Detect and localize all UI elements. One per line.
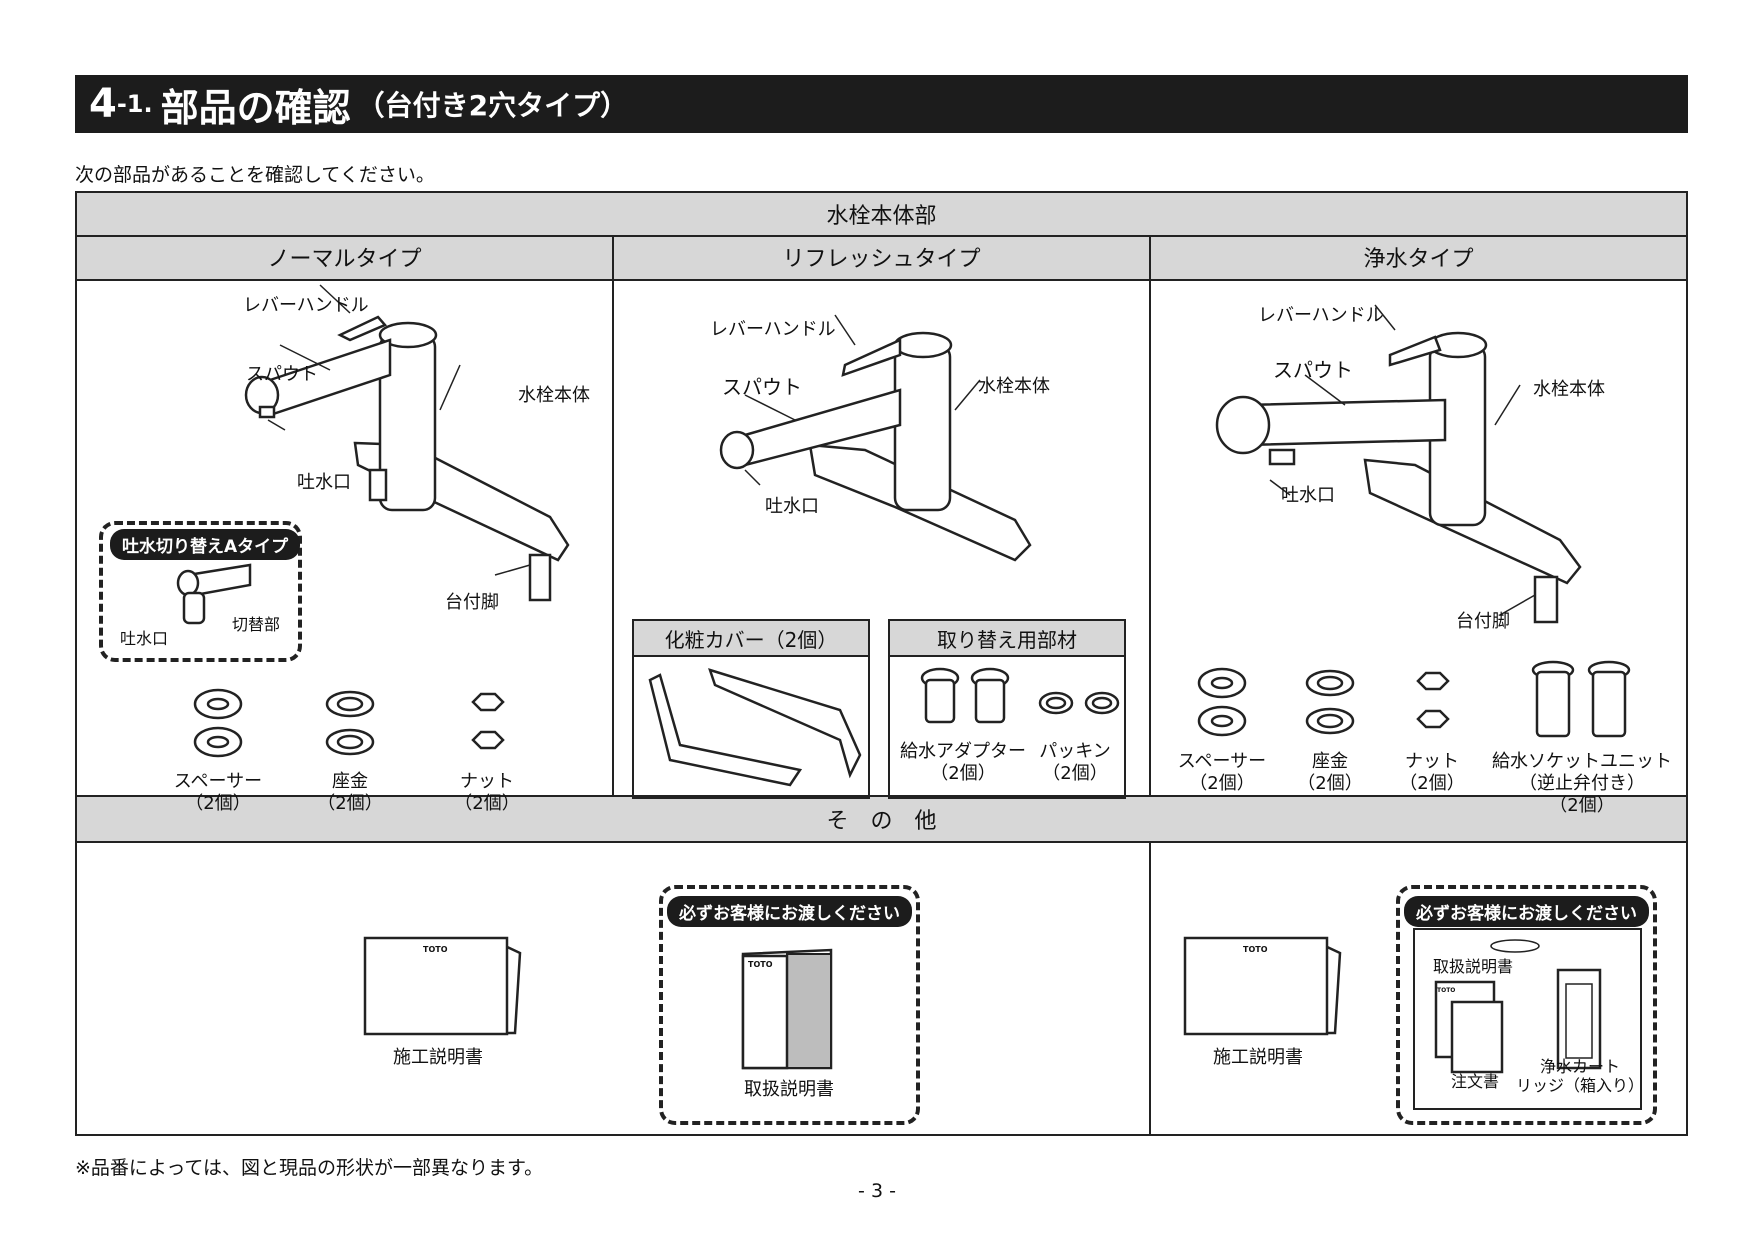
- footnote: ※品番によっては、図と現品の形状が一部異なります。: [75, 1157, 544, 1179]
- part-name: スペーサー: [1177, 751, 1267, 772]
- washer-icon: [325, 690, 375, 756]
- heading-purify: 浄水タイプ: [1363, 247, 1474, 272]
- brand-logo-text: TOTO: [1243, 945, 1268, 954]
- handover-box: [1396, 885, 1657, 1125]
- part-name: ナット: [460, 771, 514, 792]
- label-spout: スパウト: [246, 364, 318, 385]
- adapter-label: 給水アダプター: [900, 741, 1026, 762]
- label-leg: 台付脚: [445, 592, 499, 613]
- faucet-purify-illustration: [1215, 304, 1582, 624]
- cartridge-kit-box: [1413, 928, 1642, 1110]
- socket-qty: （2個）: [1549, 795, 1615, 816]
- part-qty: （2個）: [1189, 773, 1255, 794]
- parts-table: 水栓本体部 ノーマルタイプ リフレッシュタイプ 浄水タイプ そ の 他: [75, 191, 1688, 1136]
- install-manual-illustration: [1183, 936, 1342, 1036]
- adapter-icon: [920, 667, 1010, 724]
- part-qty: （2個）: [317, 793, 383, 814]
- page-number: - 3 -: [858, 1180, 896, 1202]
- label-body: 水栓本体: [978, 376, 1050, 397]
- label-spout: スパウト: [722, 375, 802, 399]
- cartridge-label-line1: 浄水カート: [1539, 1057, 1620, 1076]
- part-qty: （2個）: [1297, 773, 1363, 794]
- part-qty: （2個）: [1399, 773, 1465, 794]
- install-manual-illustration: [363, 936, 522, 1036]
- switch-label-outlet: 吐水口: [120, 629, 169, 648]
- label-body: 水栓本体: [518, 385, 590, 406]
- heading-normal: ノーマルタイプ: [267, 247, 422, 272]
- socket-unit-icon: [1531, 660, 1631, 738]
- switch-outlet-illustration: [176, 563, 252, 625]
- user-manual-illustration: [741, 948, 833, 1070]
- label-body: 水栓本体: [1533, 379, 1605, 400]
- cartridge-kit-illustration: [1434, 939, 1602, 1074]
- switch-type-pill: 吐水切り替えAタイプ: [110, 529, 301, 560]
- brand-logo-text: TOTO: [748, 960, 773, 969]
- install-manual-label: 施工説明書: [393, 1047, 483, 1068]
- section-title: 4 -1. 部品の確認 （台付き2穴タイプ）: [75, 75, 1688, 133]
- divider: [1149, 237, 1151, 797]
- part-name: 座金: [332, 771, 368, 792]
- label-lever: レバーハンドル: [1258, 305, 1384, 326]
- socket-name: 給水ソケットユニット: [1492, 751, 1672, 772]
- part-name: 座金: [1312, 751, 1348, 772]
- packing-label: パッキン: [1039, 741, 1111, 762]
- label-spout: スパウト: [1273, 358, 1353, 382]
- adapter-qty: （2個）: [930, 763, 996, 784]
- socket-sub: （逆止弁付き）: [1519, 773, 1645, 794]
- brand-logo-text: TOTO: [423, 945, 448, 954]
- section-heading-type: （台付き2穴タイプ）: [356, 89, 629, 122]
- intro-text: 次の部品があることを確認してください。: [75, 164, 435, 186]
- cover-box-heading: 化粧カバー（2個）: [634, 621, 868, 657]
- replacement-box: 取り替え用部材: [888, 619, 1126, 799]
- nut-icon: [1416, 671, 1450, 729]
- label-leg: 台付脚: [1456, 611, 1510, 632]
- faucet-normal-illustration: [244, 284, 570, 602]
- switch-label-part: 切替部: [232, 615, 281, 634]
- column-headings: [77, 237, 1686, 281]
- spacer-icon: [1197, 667, 1247, 737]
- label-outlet: 吐水口: [765, 496, 819, 517]
- part-name: ナット: [1405, 751, 1459, 772]
- part-qty: （2個）: [454, 793, 520, 814]
- cartridge-manual-label: 取扱説明書: [1433, 957, 1514, 976]
- handover-box: [659, 885, 920, 1125]
- faucet-band: 水栓本体部: [77, 193, 1686, 237]
- cover-box: 化粧カバー（2個）: [632, 619, 870, 799]
- switch-type-box: [99, 521, 302, 662]
- section-subnumber: -1.: [116, 90, 153, 118]
- faucet-refresh-illustration: [719, 314, 1032, 562]
- other-band: そ の 他: [77, 795, 1686, 843]
- install-manual-label: 施工説明書: [1213, 1047, 1303, 1068]
- replacement-box-heading: 取り替え用部材: [890, 621, 1124, 657]
- nut-icon: [471, 692, 505, 750]
- cartridge-label-line2: リッジ（箱入り）: [1515, 1076, 1644, 1095]
- spacer-icon: [193, 688, 243, 758]
- label-outlet: 吐水口: [1281, 485, 1335, 506]
- section-number: 4: [89, 81, 117, 127]
- label-lever: レバーハンドル: [243, 295, 369, 316]
- packing-icon: [1038, 691, 1120, 715]
- divider: [612, 237, 614, 797]
- label-outlet: 吐水口: [297, 472, 351, 493]
- order-sheet-label: 注文書: [1451, 1072, 1500, 1091]
- part-qty: （2個）: [185, 793, 251, 814]
- label-lever: レバーハンドル: [710, 319, 836, 340]
- packing-qty: （2個）: [1042, 763, 1108, 784]
- brand-logo-text: TOTO: [1437, 987, 1456, 994]
- heading-refresh: リフレッシュタイプ: [782, 247, 981, 272]
- decorative-cover-illustration: [648, 668, 862, 787]
- user-manual-label: 取扱説明書: [744, 1079, 834, 1100]
- divider: [1149, 843, 1151, 1136]
- handover-pill: 必ずお客様にお渡しください: [667, 896, 912, 927]
- section-heading: 部品の確認: [160, 85, 351, 130]
- handover-pill: 必ずお客様にお渡しください: [1404, 896, 1649, 927]
- washer-icon: [1305, 669, 1355, 735]
- part-name: スペーサー: [173, 771, 263, 792]
